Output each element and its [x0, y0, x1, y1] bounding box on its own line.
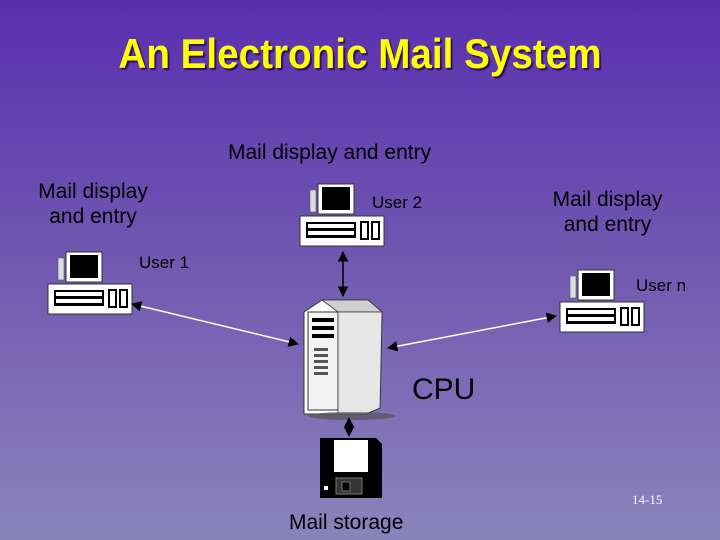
label-user2: User 2 [372, 193, 423, 212]
computer-terminal-icon-user1 [47, 251, 133, 315]
computer-terminal-icon-user2 [299, 183, 385, 247]
page-number: 14-15 [632, 492, 663, 507]
slide-title: An Electronic Mail System [118, 30, 602, 77]
label-left-line2: and entry [49, 205, 137, 229]
label-usern: User n [636, 276, 687, 295]
computer-terminal-icon-usern [559, 269, 645, 333]
label-right-line1: Mail display [552, 188, 663, 211]
label-cpu: CPU [412, 373, 476, 406]
arrow-usern-cpu [386, 312, 558, 352]
label-top-mail-display: Mail display and entry [228, 141, 432, 164]
label-user1: User 1 [139, 253, 190, 272]
label-left-line1: Mail display [38, 180, 148, 203]
label-mail-storage: Mail storage [289, 511, 404, 534]
label-left-mail-display: Mail display and entry [18, 179, 168, 229]
label-right-line2: and entry [563, 213, 652, 237]
arrow-user1-cpu [130, 301, 300, 347]
floppy-disk-icon [320, 438, 382, 498]
server-tower-icon [303, 299, 396, 420]
label-right-mail-display: Mail display and entry [530, 187, 685, 237]
